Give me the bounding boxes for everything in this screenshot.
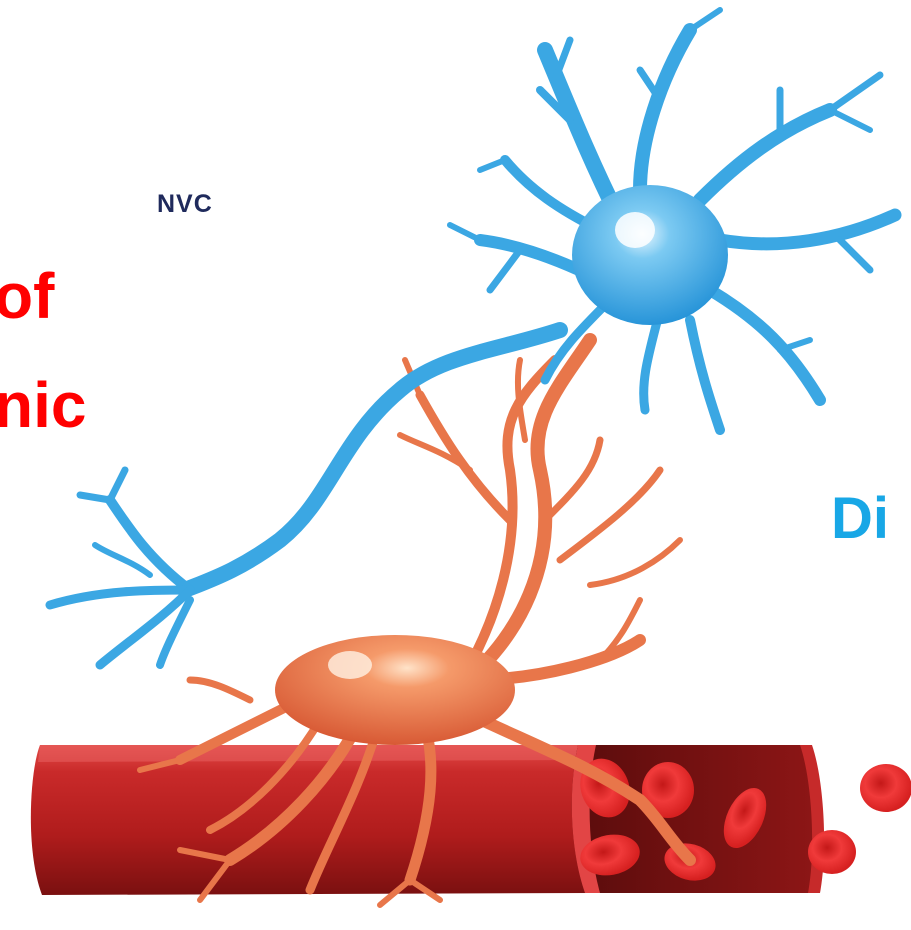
right-title-line-1: Di <box>831 490 889 548</box>
red-blood-cell-icon <box>860 764 911 812</box>
neuron-illustration <box>50 10 895 665</box>
left-title-line-1: of <box>0 264 54 328</box>
astrocyte-soma <box>275 635 515 745</box>
red-blood-cell-icon <box>808 830 856 874</box>
left-title-line-2: nic <box>0 373 86 437</box>
neuron-soma <box>572 185 728 325</box>
nvc-label: NVC <box>157 192 213 217</box>
